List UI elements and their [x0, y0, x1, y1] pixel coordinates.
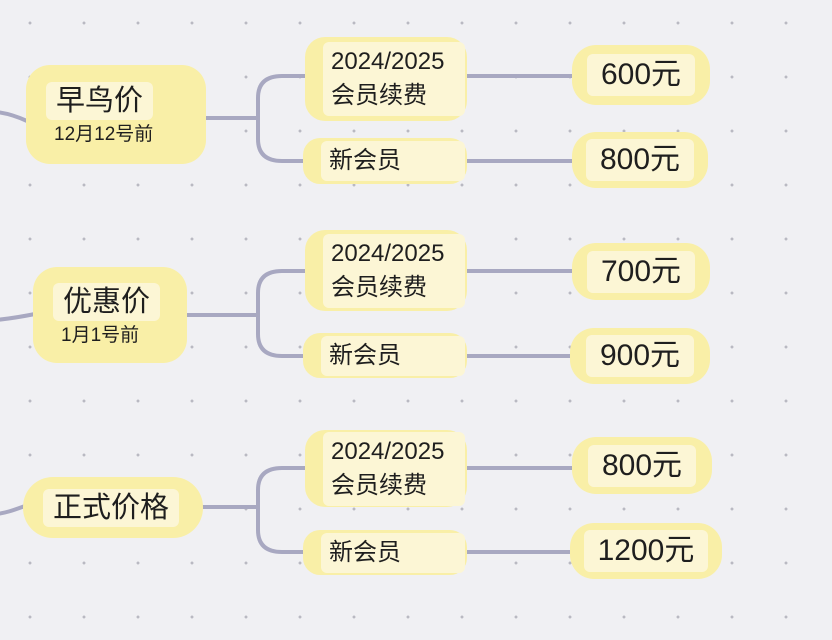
node-early-bird-price[interactable]: 早鸟价 12月12号前 — [26, 65, 206, 164]
node-subtitle: 1月1号前 — [61, 324, 140, 346]
node-price-900[interactable]: 900元 — [570, 328, 710, 384]
branch-discount — [256, 269, 574, 358]
price-label: 800元 — [585, 139, 695, 181]
node-label: 2024/2025 会员续费 — [323, 42, 465, 116]
node-official-price[interactable]: 正式价格 — [23, 477, 203, 538]
node-price-600[interactable]: 600元 — [572, 45, 710, 105]
price-label: 700元 — [586, 250, 696, 293]
node-price-800-g1[interactable]: 800元 — [572, 132, 708, 188]
node-label: 新会员 — [321, 335, 465, 376]
node-label: 新会员 — [321, 141, 465, 181]
branch-early-bird — [256, 74, 574, 163]
node-title: 优惠价 — [53, 282, 161, 321]
node-title: 早鸟价 — [46, 82, 154, 120]
node-renewal-g2[interactable]: 2024/2025 会员续费 — [305, 230, 467, 311]
price-label: 1200元 — [583, 530, 709, 572]
node-title: 正式价格 — [43, 488, 180, 527]
price-label: 800元 — [587, 444, 697, 487]
root-link-early-bird — [0, 110, 29, 123]
price-label: 900元 — [585, 335, 695, 377]
branch-official — [256, 466, 574, 554]
node-label: 2024/2025 会员续费 — [323, 233, 465, 308]
node-renewal-g3[interactable]: 2024/2025 会员续费 — [305, 430, 467, 507]
node-price-1200[interactable]: 1200元 — [570, 523, 722, 579]
root-link-discount — [0, 312, 37, 322]
node-price-800-g3[interactable]: 800元 — [572, 437, 712, 494]
node-new-member-g2[interactable]: 新会员 — [303, 333, 467, 378]
node-price-700[interactable]: 700元 — [572, 243, 710, 300]
node-label: 新会员 — [321, 532, 465, 573]
price-label: 600元 — [586, 54, 696, 96]
node-new-member-g3[interactable]: 新会员 — [303, 530, 467, 575]
root-link-official — [0, 504, 27, 516]
node-subtitle: 12月12号前 — [54, 124, 154, 145]
node-label: 2024/2025 会员续费 — [323, 431, 465, 506]
node-discount-price[interactable]: 优惠价 1月1号前 — [33, 267, 187, 363]
node-new-member-g1[interactable]: 新会员 — [303, 138, 467, 184]
node-renewal-g1[interactable]: 2024/2025 会员续费 — [305, 37, 467, 121]
